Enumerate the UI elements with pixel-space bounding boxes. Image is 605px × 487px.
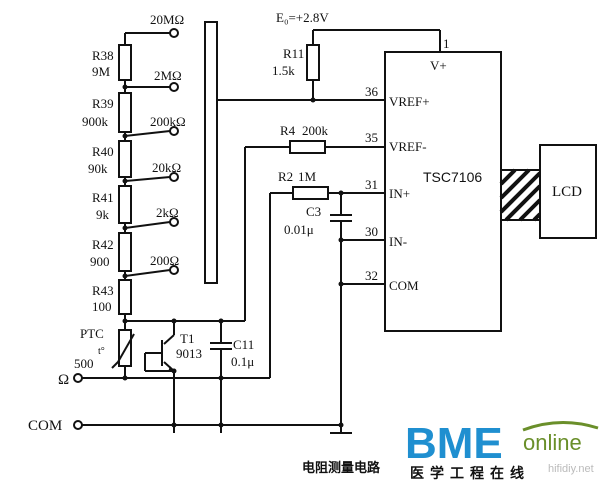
chip-name: TSC7106 <box>423 169 482 185</box>
r40-name: R40 <box>92 144 114 159</box>
c3-name: C3 <box>306 204 321 219</box>
r43-name: R43 <box>92 283 114 298</box>
r2-section: R2 1M <box>269 169 385 370</box>
resistor-r11 <box>306 44 320 81</box>
pin-1-label: 1 <box>443 36 450 51</box>
chip-vref-minus: VREF- <box>389 139 427 154</box>
range-terminal-2m <box>169 82 179 92</box>
r38-value: 9M <box>92 64 111 79</box>
resistor-r43 <box>118 279 132 315</box>
range-label-2k: 2kΩ <box>156 205 179 220</box>
pin-36-label: 36 <box>365 84 379 99</box>
r42-name: R42 <box>92 237 114 252</box>
t1-value: 9013 <box>176 346 202 361</box>
lcd-display <box>539 144 597 239</box>
supply-label: E₀=+2.8V <box>276 10 329 25</box>
r38-name: R38 <box>92 48 114 63</box>
r39-value: 900k <box>82 114 109 129</box>
chip-vplus: V+ <box>430 58 447 73</box>
c3-section: C3 0.01μ <box>284 193 385 434</box>
r4-name: R4 <box>280 123 296 138</box>
resistor-ladder: R38 9M R39 900k R40 90k R41 9k R42 900 R… <box>82 12 186 330</box>
resistor-r41 <box>118 185 132 224</box>
resistor-r40 <box>118 140 132 178</box>
r43-value: 100 <box>92 299 112 314</box>
protection-network: PTC t° 500 T1 9013 C11 0.1μ Ω COM <box>28 318 344 434</box>
ptc-value: 500 <box>74 356 94 371</box>
r42-value: 900 <box>90 254 110 269</box>
c11-name: C11 <box>233 337 254 352</box>
range-label-200: 200Ω <box>150 253 179 268</box>
ohm-terminal-label: Ω <box>58 372 69 388</box>
r11-name: R11 <box>283 46 304 61</box>
lcd-section: LCD <box>499 144 597 239</box>
t1-name: T1 <box>180 331 194 346</box>
r41-value: 9k <box>96 207 110 222</box>
pin-35-label: 35 <box>365 130 378 145</box>
chip-in-minus: IN- <box>389 234 407 249</box>
c3-value: 0.01μ <box>284 222 314 237</box>
resistor-r4 <box>289 140 326 154</box>
r11-value: 1.5k <box>272 63 295 78</box>
c11-value: 0.1μ <box>231 354 254 369</box>
range-terminal-200k <box>169 126 179 136</box>
site-watermark: hifidiy.net <box>548 463 594 475</box>
pin-32-label: 32 <box>365 268 378 283</box>
range-terminal-20m <box>169 28 179 38</box>
r39-name: R39 <box>92 96 114 111</box>
pin-30-label: 30 <box>365 224 378 239</box>
logo-main: BME <box>405 419 503 468</box>
r2-name: R2 <box>278 169 293 184</box>
range-selector-bar <box>204 21 218 284</box>
com-terminal-label: COM <box>28 418 62 434</box>
r41-name: R41 <box>92 190 114 205</box>
supply-section: E₀=+2.8V R11 1.5k 1 <box>272 10 450 103</box>
chip-com: COM <box>389 278 419 293</box>
bme-online-logo: BME online 医学工程在线 hifidiy.net <box>405 419 599 482</box>
tsc7106-chip: V+ VREF+ VREF- TSC7106 IN+ IN- COM 36 35… <box>365 51 502 332</box>
chip-body <box>384 51 502 332</box>
range-terminal-2k <box>169 217 179 227</box>
logo-cn: 医学工程在线 <box>410 465 530 482</box>
r2-value: 1M <box>298 169 317 184</box>
logo-swoosh <box>522 420 599 432</box>
range-label-20m: 20MΩ <box>150 12 184 27</box>
range-label-200k: 200kΩ <box>150 114 186 129</box>
transistor-t1-arrow <box>168 366 175 372</box>
lcd-label: LCD <box>552 184 582 200</box>
range-label-20k: 20kΩ <box>152 160 181 175</box>
diagram-caption: 电阻测量电路 <box>302 460 381 476</box>
logo-sub: online <box>523 430 582 455</box>
ptc-name: PTC <box>80 326 104 341</box>
r4-value: 200k <box>302 123 329 138</box>
resistor-r2 <box>292 186 329 200</box>
range-label-2m: 2MΩ <box>154 68 182 83</box>
ohm-terminal <box>73 373 83 383</box>
resistor-r39 <box>118 92 132 133</box>
com-terminal <box>73 420 83 430</box>
chip-in-plus: IN+ <box>389 186 410 201</box>
range-terminal-200 <box>169 265 179 275</box>
resistor-r42 <box>118 232 132 272</box>
chip-vref-plus: VREF+ <box>389 94 430 109</box>
r40-value: 90k <box>88 161 108 176</box>
ptc-symbol: t° <box>98 346 105 357</box>
range-terminal-20k <box>169 172 179 182</box>
r4-section: R4 200k <box>244 123 385 321</box>
resistor-r38 <box>118 44 132 81</box>
pin-31-label: 31 <box>365 177 378 192</box>
